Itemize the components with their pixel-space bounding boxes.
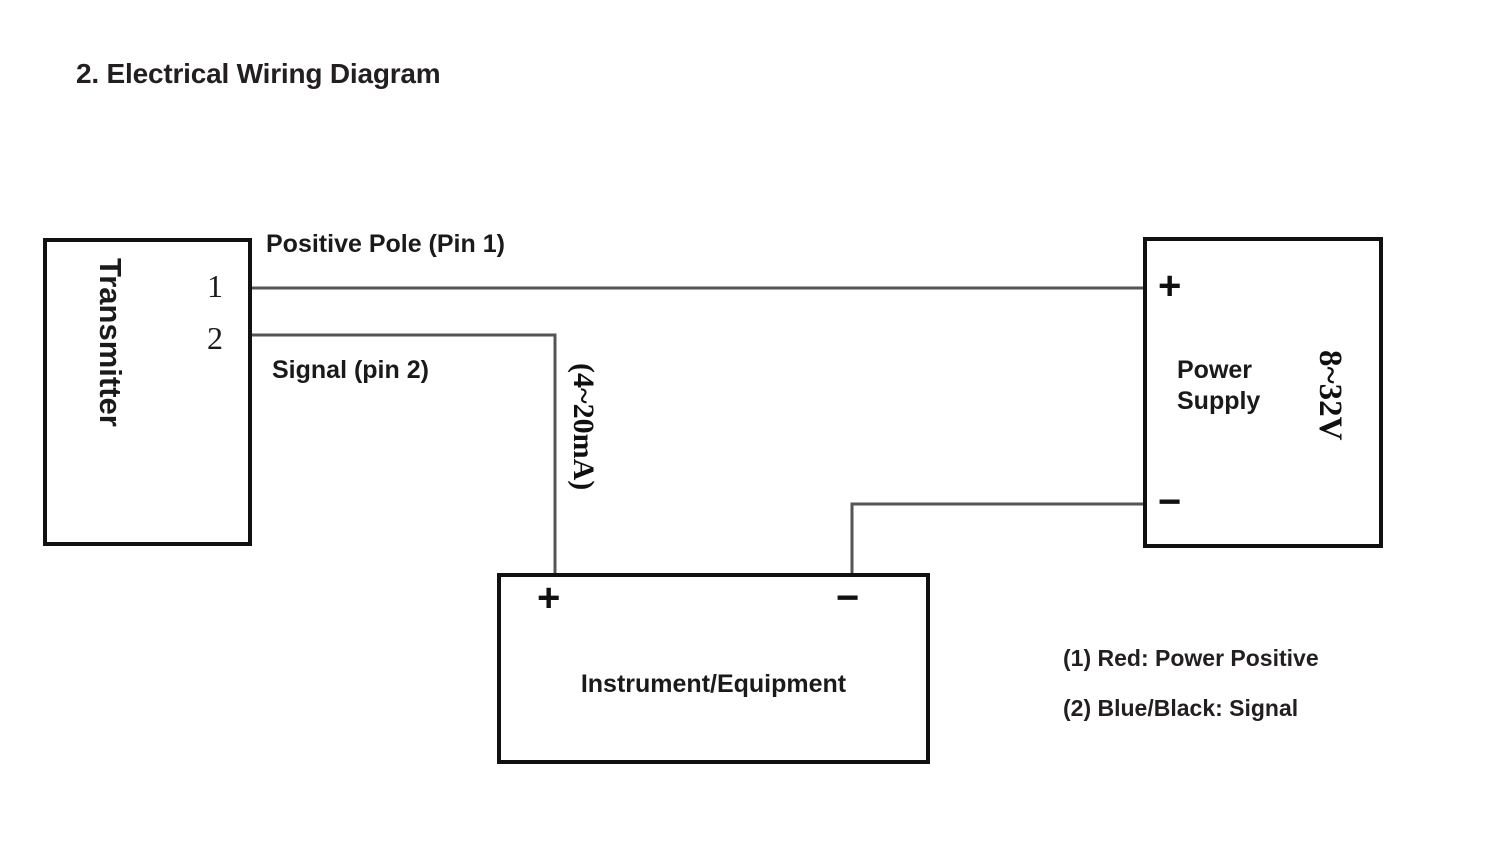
power-supply-label: Power Supply [1177, 355, 1260, 416]
power-supply-negative-terminal: − [1158, 480, 1182, 524]
current-range-label: (4~20mA) [567, 363, 600, 491]
power-supply-voltage-label: 8~32V [1312, 350, 1348, 441]
transmitter-pin-2-number: 2 [207, 320, 223, 356]
wire-instrument-negative-to-power-negative [850, 502, 1145, 575]
instrument-equipment-label: Instrument/Equipment [580, 670, 847, 698]
instrument-negative-terminal: − [836, 576, 860, 620]
legend: (1) Red: Power Positive (2) Blue/Black: … [1063, 645, 1319, 722]
transmitter-label: Transmitter [93, 258, 128, 427]
instrument-equipment-block [497, 573, 930, 764]
signal-wire-label: Signal (pin 2) [272, 356, 429, 384]
wire-pin2-signal-to-instrument-positive [250, 333, 557, 575]
transmitter-block [43, 238, 252, 546]
legend-item-2: (2) Blue/Black: Signal [1063, 695, 1299, 721]
power-supply-label-line-1: Power [1177, 356, 1253, 384]
instrument-positive-terminal: + [537, 576, 561, 620]
power-supply-block [1143, 237, 1383, 548]
page-title: 2. Electrical Wiring Diagram [76, 58, 441, 89]
power-supply-label-line-2: Supply [1177, 386, 1261, 415]
positive-pole-wire-label: Positive Pole (Pin 1) [266, 230, 505, 258]
transmitter-pin-1-number: 1 [207, 268, 223, 304]
legend-item-1: (1) Red: Power Positive [1063, 645, 1319, 671]
power-supply-positive-terminal: + [1158, 264, 1182, 308]
